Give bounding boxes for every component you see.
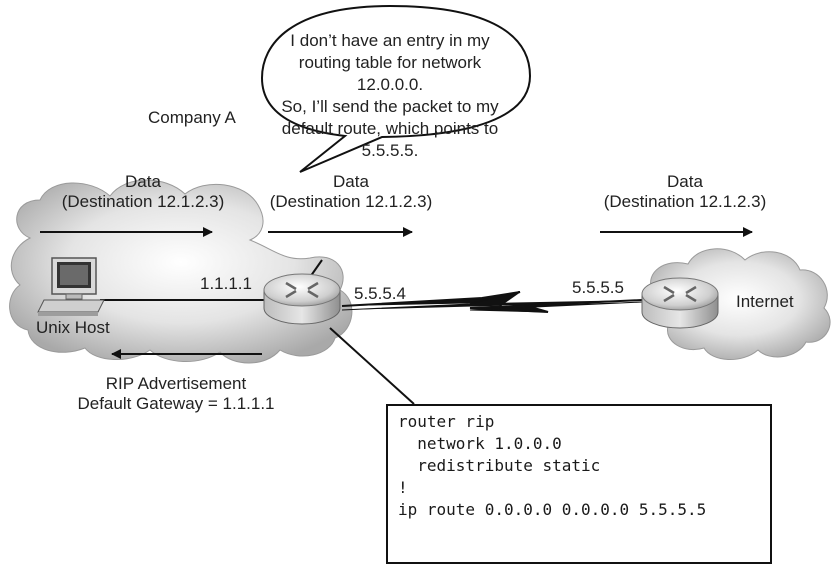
data-title: Data [125,172,161,191]
default-gateway-line: Default Gateway = 1.1.1.1 [77,394,275,413]
internet-cloud [646,248,831,361]
data-destination: (Destination 12.1.2.3) [61,192,225,211]
isp-router-icon [641,277,719,329]
serial-wan-link [341,291,643,313]
config-line: ip route 0.0.0.0 0.0.0.0 5.5.5.5 [398,500,707,519]
config-line: router rip [398,412,495,431]
company-a-label: Company A [148,108,236,127]
data-title: Data [333,172,369,191]
unix-host-computer-icon [37,257,105,316]
data-label-router: Data (Destination 12.1.2.3) [248,172,454,212]
rip-advertisement-label: RIP Advertisement Default Gateway = 1.1.… [60,374,292,414]
speech-bubble [260,4,532,173]
isp-router-ip-label: 5.5.5.5 [572,278,624,297]
network-diagram [9,4,831,405]
data-label-lan: Data (Destination 12.1.2.3) [40,172,246,212]
bubble-line: default route, which points to 5.5.5.5. [281,119,499,160]
speech-bubble-text: I don’t have an entry in my routing tabl… [270,30,510,162]
router-wan-ip-label: 5.5.5.4 [354,284,406,303]
config-callout-line [329,327,415,405]
data-destination: (Destination 12.1.2.3) [603,192,767,211]
unix-host-label: Unix Host [36,318,110,337]
config-line: redistribute static [398,456,601,475]
router-config-box: router rip network 1.0.0.0 redistribute … [386,404,772,564]
config-line: ! [398,478,408,497]
data-destination: (Destination 12.1.2.3) [269,192,433,211]
internet-label: Internet [736,292,794,311]
bubble-line: So, I’ll send the packet to my [281,97,499,116]
bubble-line: I don’t have an entry in my [290,31,490,50]
rip-advertisement-line: RIP Advertisement [105,374,247,393]
bubble-line: routing table for network 12.0.0.0. [298,53,482,94]
company-a-cloud [9,179,353,364]
router-lan-ip-label: 1.1.1.1 [200,274,252,293]
data-label-internet: Data (Destination 12.1.2.3) [582,172,788,212]
company-router-icon [263,273,341,325]
data-title: Data [667,172,703,191]
config-line: network 1.0.0.0 [398,434,562,453]
